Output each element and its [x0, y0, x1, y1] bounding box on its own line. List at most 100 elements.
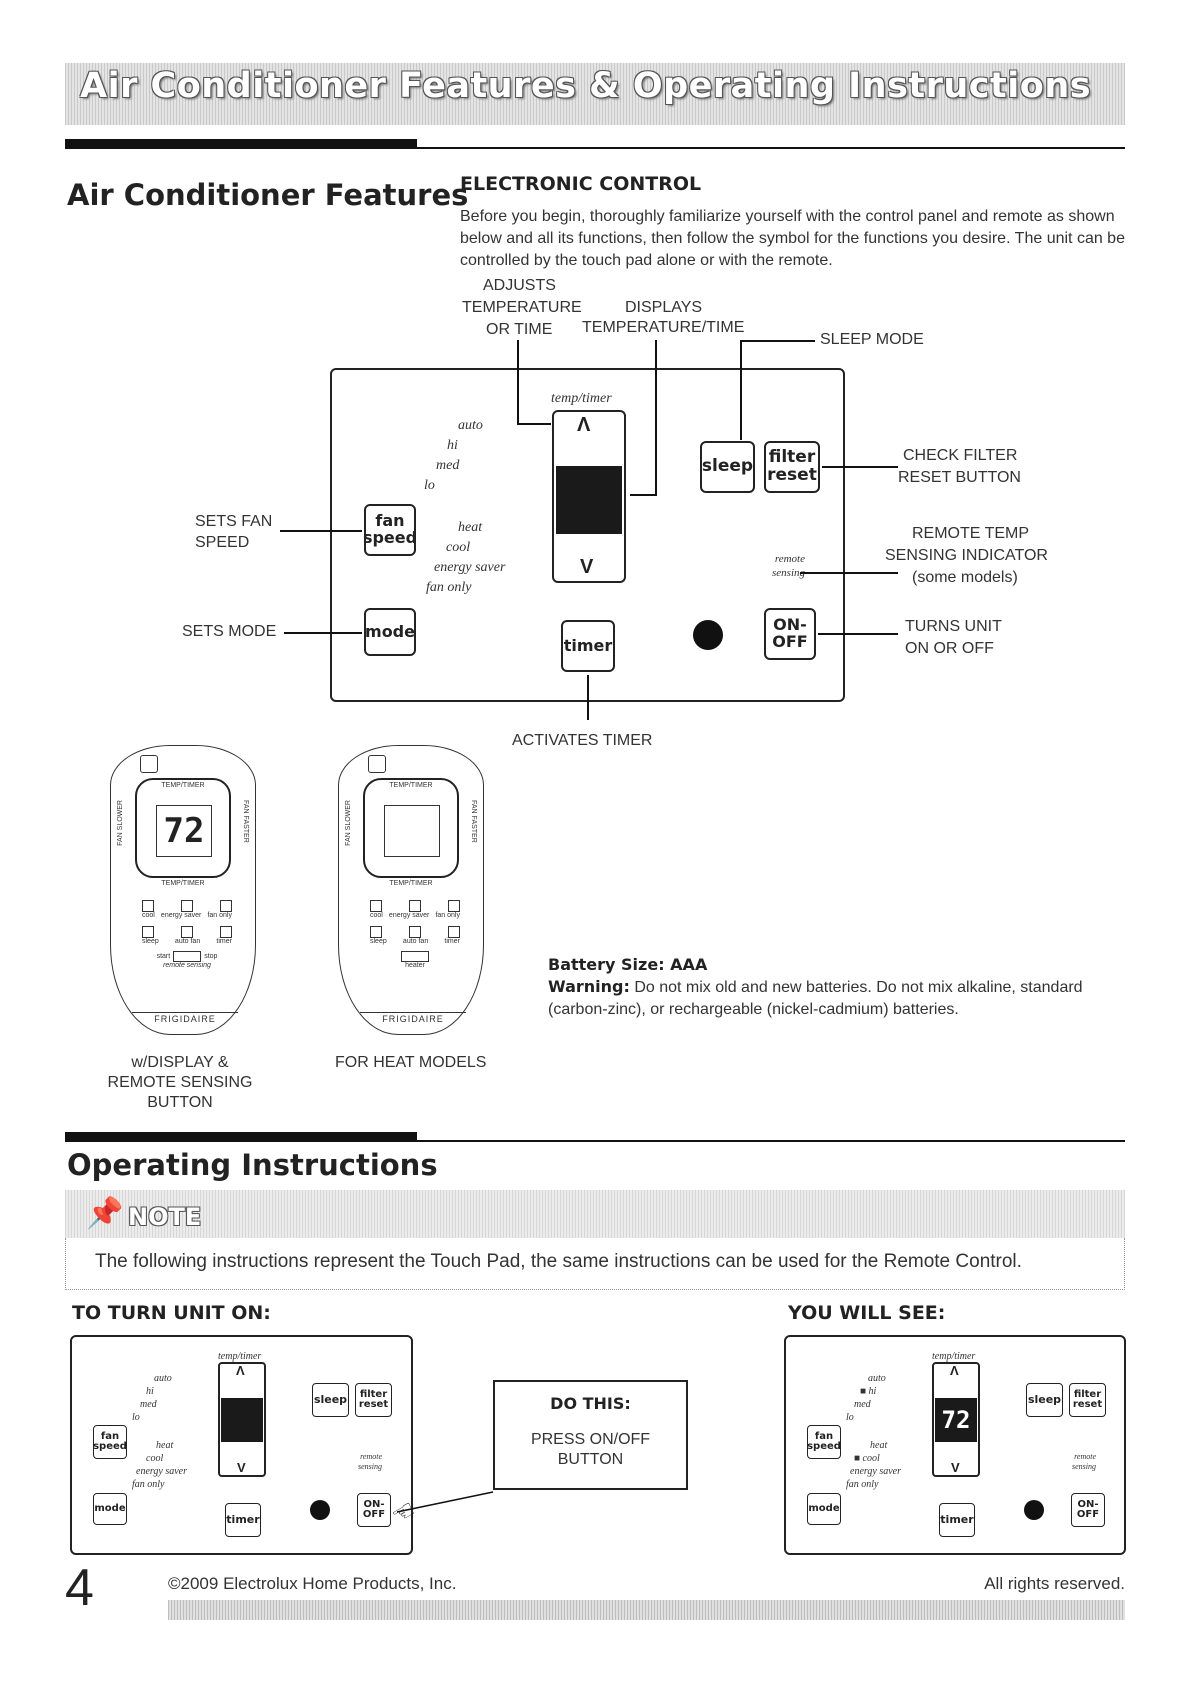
remote-power-icon[interactable]	[140, 755, 158, 773]
callout-line-displays-h	[630, 494, 657, 496]
timer-button[interactable]: timer	[561, 620, 615, 672]
down-arrow-icon[interactable]: V	[580, 556, 594, 578]
result-down-arrow-icon[interactable]: V	[951, 1460, 960, 1475]
electronic-control-heading: ELECTRONIC CONTROL	[460, 173, 702, 195]
you-will-see-heading: YOU WILL SEE:	[788, 1302, 946, 1324]
remote-sleep-label: sleep	[142, 938, 159, 945]
remote-display-frame	[135, 778, 231, 878]
mode-button[interactable]: mode	[364, 608, 416, 656]
section-rule-thin	[417, 147, 1125, 149]
small-fan-l1: fan	[100, 1430, 120, 1442]
remote2-cool-label: cool	[370, 912, 383, 919]
remote-sensing-button[interactable]	[173, 951, 202, 962]
features-title: Air Conditioner Features	[67, 178, 469, 212]
remote2-sleep-label: sleep	[370, 938, 387, 945]
remote-energy-button[interactable]	[181, 900, 193, 912]
result-onoff-l1: ON-	[1077, 1498, 1099, 1510]
remote2-heater-button[interactable]	[401, 951, 429, 962]
result-timer-button[interactable]: timer	[939, 1503, 975, 1537]
remote-sleep-button[interactable]	[142, 926, 154, 938]
result-sleep-button[interactable]: sleep	[1026, 1383, 1063, 1417]
remote-fan-slower: FAN SLOWER	[117, 800, 124, 846]
remote2-autofan-button[interactable]	[409, 926, 421, 938]
remote2-timer-button[interactable]	[448, 926, 460, 938]
small-temp-timer-label: temp/timer	[218, 1351, 262, 1362]
remote-timer-button[interactable]	[220, 926, 232, 938]
callout-adjusts-1: ADJUSTS	[483, 277, 556, 294]
footer-rights: All rights reserved.	[984, 1574, 1125, 1593]
small-auto: auto	[154, 1373, 172, 1384]
callout-sets-mode: SETS MODE	[182, 623, 277, 640]
note-text: The following instructions represent the…	[95, 1251, 1022, 1272]
remote-cool-label: cool	[142, 912, 155, 919]
remote-start-label: start	[156, 952, 171, 960]
do-this-title: DO THIS:	[550, 1394, 631, 1413]
remote-temp-timer-bottom: TEMP/TIMER	[161, 880, 205, 887]
small-filter-l2: reset	[358, 1399, 389, 1410]
remote2-fanonly-label: fan only	[435, 912, 460, 919]
callout-sleep-mode: SLEEP MODE	[820, 331, 924, 348]
remote-brand-right: FRIGIDAIRE	[360, 1012, 466, 1024]
callout-sets-fan-2: SPEED	[195, 534, 250, 551]
fan-speed-button-label-1: fan	[375, 511, 405, 531]
small-up-arrow-icon[interactable]: Λ	[236, 1363, 245, 1378]
remote2-cool-button[interactable]	[370, 900, 382, 912]
sleep-button[interactable]: sleep	[700, 441, 755, 493]
display-screen	[556, 466, 622, 534]
callout-displays-1: DISPLAYS	[625, 299, 703, 316]
note-box	[65, 1238, 1125, 1290]
callout-line-onoff	[818, 633, 898, 635]
remote2-timer-label: timer	[444, 938, 460, 945]
small-on-off-button[interactable]: ON-OFF	[357, 1493, 391, 1527]
remote-fanonly-button[interactable]	[220, 900, 232, 912]
up-arrow-icon[interactable]: Λ	[577, 414, 591, 436]
small-sensor-indicator	[310, 1500, 330, 1520]
remote-brand-left: FRIGIDAIRE	[132, 1012, 238, 1024]
fan-speed-button-label-2: speed	[362, 528, 418, 547]
result-fan-speeds: auto ■ hi med lo	[846, 1373, 886, 1423]
small-sleep-button[interactable]: sleep	[312, 1383, 349, 1417]
result-med: med	[854, 1399, 871, 1410]
small-heat: heat	[156, 1440, 174, 1451]
remote2-power-icon[interactable]	[368, 755, 386, 773]
small-energy: energy saver	[136, 1466, 187, 1477]
remote-caption-right: FOR HEAT MODELS	[335, 1054, 487, 1071]
remote-caption-left: w/DISPLAY & REMOTE SENSING BUTTON	[100, 1053, 260, 1113]
small-timer-button[interactable]: timer	[225, 1503, 261, 1537]
operating-rule-thin	[417, 1140, 1125, 1142]
small-mode-button[interactable]: mode	[93, 1493, 127, 1525]
on-off-button[interactable]: ON-OFF	[764, 608, 816, 660]
result-up-arrow-icon[interactable]: Λ	[950, 1363, 959, 1378]
remote2-display-frame	[363, 778, 459, 878]
callout-remote-temp-3: (some models)	[912, 569, 1018, 586]
note-title: NOTE	[128, 1203, 202, 1231]
callout-remote-temp-1: REMOTE TEMP	[912, 525, 1030, 542]
small-fan-l2: speed	[93, 1441, 127, 1452]
remote-heat-models	[338, 745, 484, 1035]
mode-cool: cool	[446, 540, 471, 555]
remote-autofan-button[interactable]	[181, 926, 193, 938]
mode-energy-saver: energy saver	[434, 560, 506, 575]
small-modes: heat cool energy saver fan only	[132, 1439, 187, 1491]
small-fanonly: fan only	[132, 1479, 165, 1490]
remote2-heater-label: heater	[405, 962, 425, 969]
remote2-energy-button[interactable]	[409, 900, 421, 912]
turn-on-heading: TO TURN UNIT ON:	[72, 1302, 271, 1324]
remote2-sleep-button[interactable]	[370, 926, 382, 938]
small-down-arrow-icon[interactable]: V	[237, 1460, 246, 1475]
result-sensor-indicator	[1024, 1500, 1044, 1520]
remote-button-grid: cool energy saver fan only sleep auto fa…	[142, 900, 232, 1000]
result-display-box	[932, 1362, 980, 1477]
small-rs-1: remote	[360, 1452, 382, 1461]
result-mode-button[interactable]: mode	[807, 1493, 841, 1525]
result-panel	[784, 1335, 1126, 1555]
remote2-fanonly-button[interactable]	[448, 900, 460, 912]
remote-cool-button[interactable]	[142, 900, 154, 912]
result-on-off-button[interactable]: ON-OFF	[1071, 1493, 1105, 1527]
